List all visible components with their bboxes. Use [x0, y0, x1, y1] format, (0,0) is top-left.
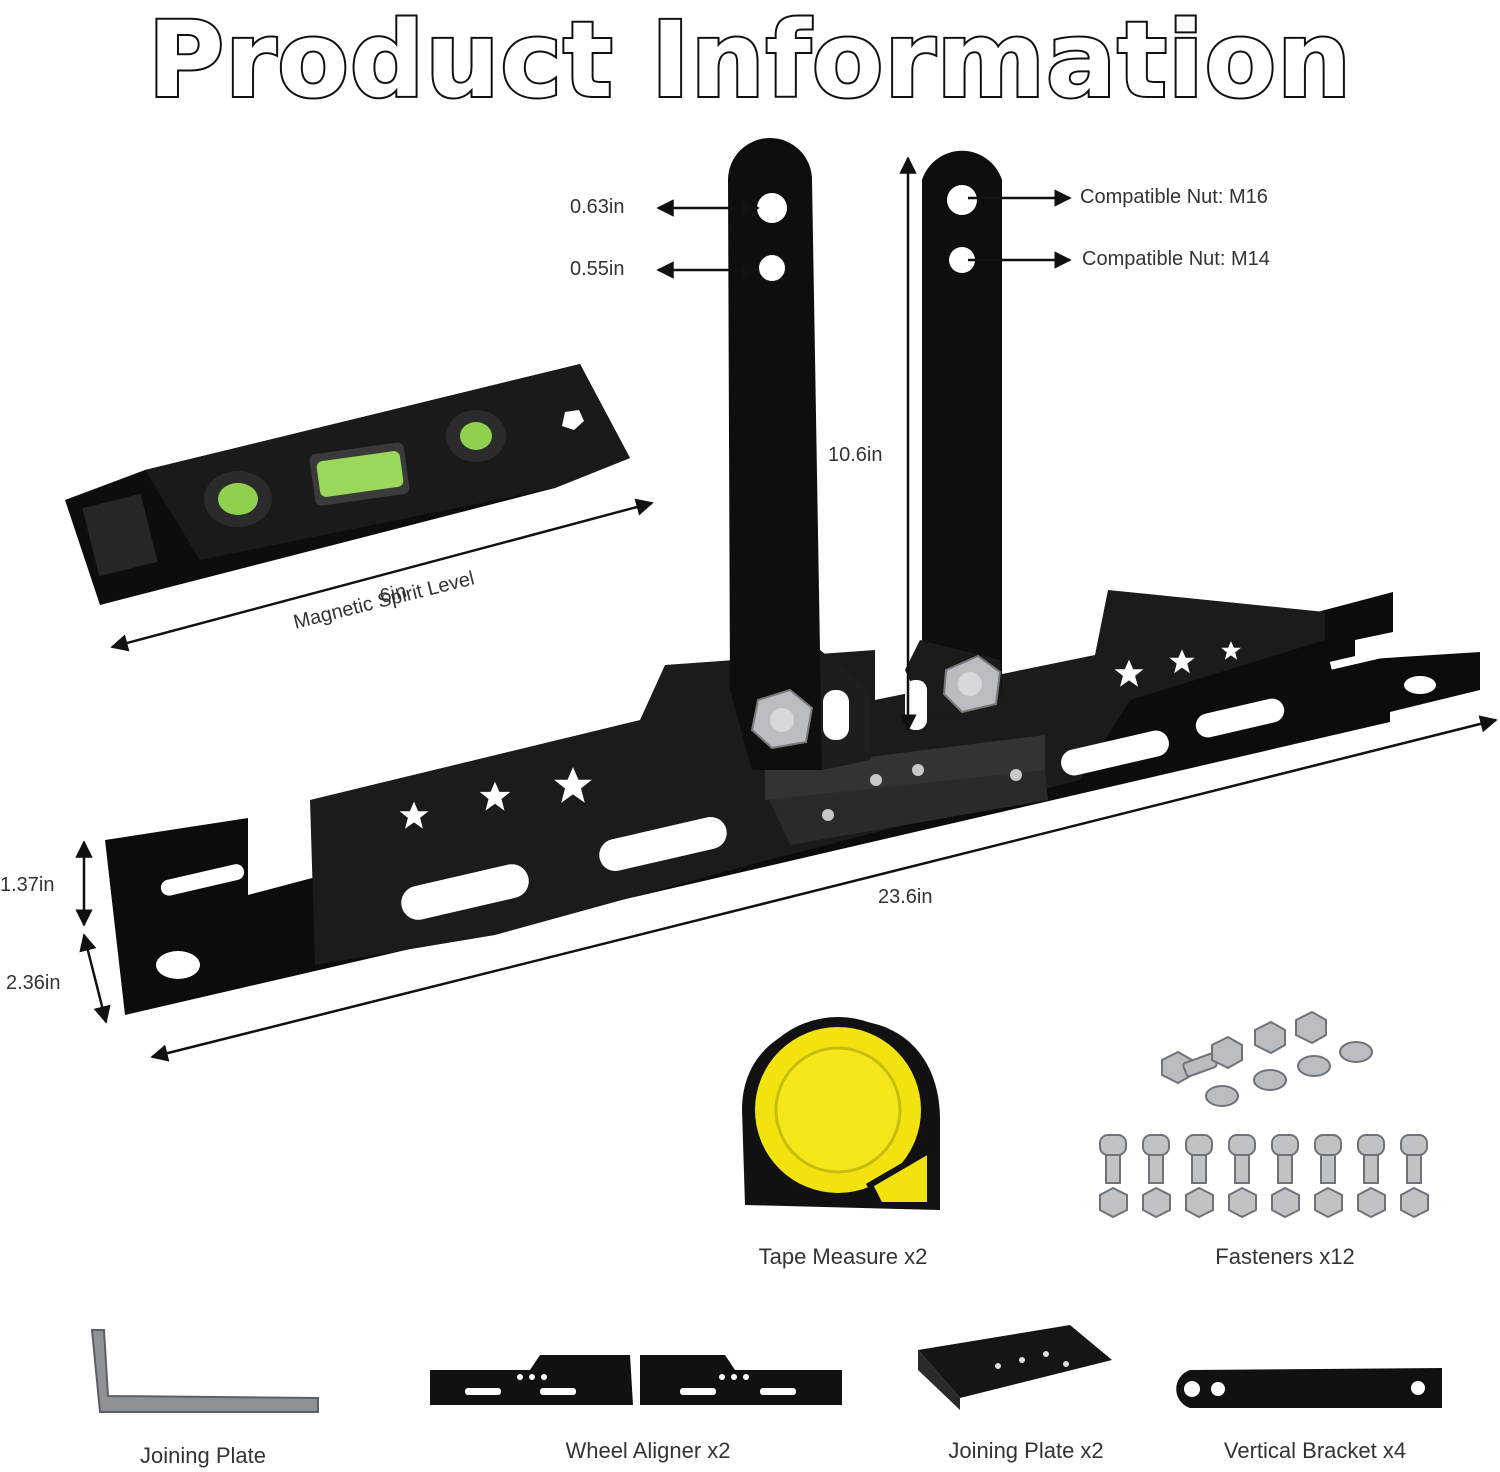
rail-height-label: 1.37in	[0, 874, 55, 896]
caption-fasteners: Fasteners x12	[1215, 1244, 1355, 1269]
nut-large-label: Compatible Nut: M16	[1080, 186, 1268, 208]
hole-large-label: 0.63in	[570, 196, 625, 218]
rail-length-label: 23.6in	[878, 886, 933, 908]
fasteners-grid-icon	[1099, 1134, 1429, 1219]
caption-tape-measure: Tape Measure x2	[758, 1244, 928, 1269]
nut-small-label: Compatible Nut: M14	[1082, 248, 1270, 270]
vertical-bracket-right	[905, 150, 1002, 730]
spirit-level-icon	[65, 364, 630, 605]
page-title: Product Information	[146, 0, 1353, 122]
hex-key-icon	[90, 1329, 319, 1413]
vertical-bracket-thumbnail	[1176, 1368, 1442, 1408]
caption-joining-plate: Joining Plate x2	[948, 1438, 1104, 1463]
hole-small-label: 0.55in	[570, 258, 625, 280]
bolt-icon	[942, 654, 1002, 714]
joining-plate-thumbnail	[918, 1325, 1112, 1410]
wheel-aligner-thumbnail	[430, 1355, 842, 1405]
fasteners-icon	[1161, 1010, 1373, 1107]
caption-wheel-aligner: Wheel Aligner x2	[565, 1438, 731, 1463]
bracket-height-label: 10.6in	[828, 444, 883, 466]
caption-hex-key: Joining Plate	[140, 1443, 266, 1468]
rail-depth-label: 2.36in	[6, 972, 61, 994]
caption-vertical-bracket: Vertical Bracket x4	[1223, 1438, 1407, 1463]
tape-measure-icon	[742, 1017, 940, 1210]
